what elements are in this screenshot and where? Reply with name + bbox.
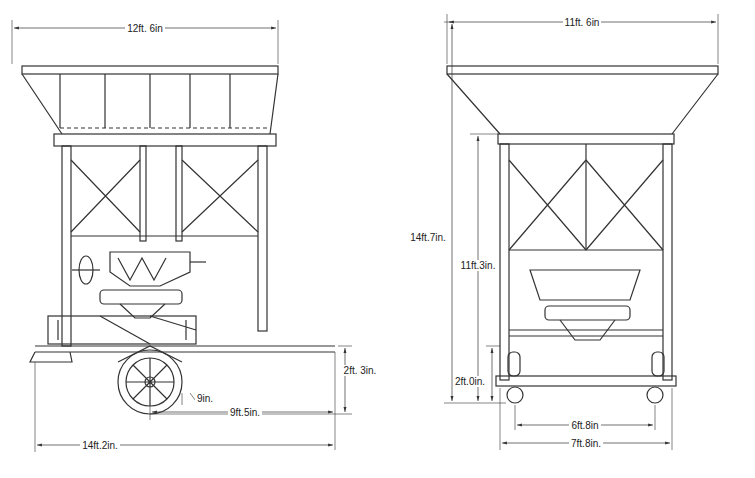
side-elevation bbox=[12, 20, 352, 452]
end-elevation bbox=[444, 14, 718, 450]
dimension-label: 14ft.2in. bbox=[80, 440, 120, 451]
dimension-label: 9ft.5in. bbox=[228, 407, 262, 418]
dimension-label: 14ft.7in. bbox=[408, 232, 448, 243]
dimension-label: 7ft.8in. bbox=[569, 438, 603, 449]
dimension-label: 6ft.8in bbox=[569, 420, 600, 431]
dimension-label: 2ft. 3in. bbox=[342, 365, 379, 376]
dimension-label: 11ft. 6in bbox=[563, 17, 602, 28]
dimension-label: 2ft.0in. bbox=[453, 376, 487, 387]
dimension-label: 9in. bbox=[195, 393, 215, 404]
dimension-label: 12ft. 6in bbox=[125, 23, 165, 34]
dimension-label: 11ft.3in. bbox=[459, 260, 498, 271]
